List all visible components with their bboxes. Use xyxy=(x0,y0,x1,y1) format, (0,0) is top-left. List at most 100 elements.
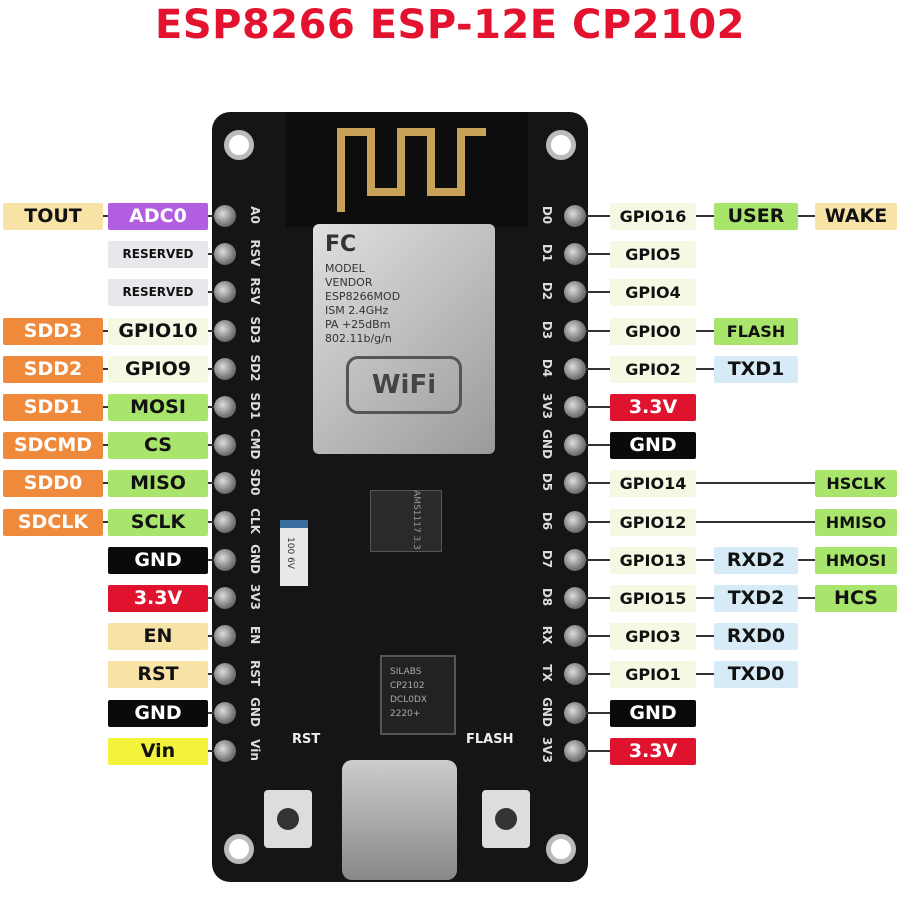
header-pin xyxy=(214,663,236,686)
header-pin xyxy=(564,281,586,304)
pin-label-gnd: GND xyxy=(108,699,208,727)
page-title: ESP8266 ESP-12E CP2102 xyxy=(155,2,745,48)
connector-line xyxy=(208,749,214,752)
pin-label-gpio0: GPIO0 xyxy=(610,317,696,345)
connector-line xyxy=(208,291,214,294)
connector-line xyxy=(103,482,108,485)
connector-line xyxy=(208,673,214,676)
silk-label: D5 xyxy=(540,473,554,492)
connector-line xyxy=(208,215,214,217)
flash-silk-label: FLASH xyxy=(466,732,514,747)
connector-line xyxy=(586,635,610,638)
rst-button[interactable] xyxy=(264,790,312,848)
connector-line xyxy=(208,367,214,370)
pin-label-gnd: GND xyxy=(610,432,696,460)
connector-line xyxy=(798,597,815,599)
pin-label-gnd: GND xyxy=(610,699,696,727)
header-pin xyxy=(214,396,236,418)
pin-label-3-3v: 3.3V xyxy=(108,585,208,612)
header-pin xyxy=(214,243,236,266)
chip-text: SILABS xyxy=(390,667,422,677)
pin-label-sdd0: SDD0 xyxy=(3,470,103,498)
pcb-antenna xyxy=(286,112,528,227)
connector-line xyxy=(586,215,610,217)
pin-label-gpio10: GPIO10 xyxy=(108,317,208,345)
antenna-trace-icon xyxy=(337,128,486,212)
module-text: VENDOR xyxy=(325,276,373,289)
pin-label-rxd2: RXD2 xyxy=(714,546,798,574)
header-pin xyxy=(214,587,236,609)
chip-text: CP2102 xyxy=(390,681,425,691)
header-pin xyxy=(214,319,236,342)
header-pin xyxy=(564,625,586,648)
silk-label: GND xyxy=(540,429,554,460)
header-pin xyxy=(564,205,586,227)
connector-line xyxy=(103,406,108,408)
connector-line xyxy=(798,215,815,217)
silk-label: SD1 xyxy=(248,392,262,420)
chip-text: DCL0DX xyxy=(390,695,428,705)
connector-line xyxy=(586,520,610,523)
pin-label-gpio1: GPIO1 xyxy=(610,661,696,689)
header-pin xyxy=(214,205,236,227)
pin-label-gpio12: GPIO12 xyxy=(610,508,696,536)
connector-line xyxy=(586,482,610,485)
pin-label-3-3v: 3.3V xyxy=(610,737,696,765)
connector-line xyxy=(586,406,610,408)
capacitor-text: 100 6V xyxy=(284,537,295,569)
pin-label-gpio4: GPIO4 xyxy=(610,279,696,307)
silk-label: 3V3 xyxy=(540,736,554,763)
flash-button[interactable] xyxy=(482,790,530,848)
silk-label: GND xyxy=(248,543,262,574)
pin-label-rxd0: RXD0 xyxy=(714,623,798,651)
header-pin xyxy=(214,434,236,457)
pin-label-txd1: TXD1 xyxy=(714,355,798,383)
pin-label-sclk: SCLK xyxy=(108,508,208,536)
connector-line xyxy=(208,253,214,256)
regulator-text: AMS1117 3.3 xyxy=(410,490,421,550)
rst-silk-label: RST xyxy=(292,732,321,747)
pin-label-txd0: TXD0 xyxy=(714,661,798,689)
pin-label-sdcmd: SDCMD xyxy=(3,432,103,460)
connector-line xyxy=(208,635,214,638)
pin-label-vin: Vin xyxy=(108,737,208,765)
module-text: ISM 2.4GHz xyxy=(325,304,389,317)
pin-label-wake: WAKE xyxy=(815,203,897,230)
pin-label-tout: TOUT xyxy=(3,203,103,230)
silk-label: D0 xyxy=(540,205,554,225)
pin-label-gpio14: GPIO14 xyxy=(610,470,696,498)
pin-label-gpio2: GPIO2 xyxy=(610,355,696,383)
silk-label: RSV xyxy=(248,239,262,267)
pin-label-gpio16: GPIO16 xyxy=(610,203,696,230)
connector-line xyxy=(103,520,108,523)
pin-label-gpio13: GPIO13 xyxy=(610,546,696,574)
connector-line xyxy=(586,673,610,676)
pin-label-cs: CS xyxy=(108,432,208,460)
connector-line xyxy=(586,444,610,447)
silk-label: GND xyxy=(540,696,554,727)
mounting-hole xyxy=(224,834,254,864)
connector-line xyxy=(586,291,610,294)
connector-line xyxy=(586,597,610,599)
silk-label: RST xyxy=(248,660,262,687)
usb-c-port[interactable] xyxy=(342,760,457,880)
header-pin xyxy=(564,243,586,266)
capacitor: 100 6V xyxy=(280,520,308,586)
connector-line xyxy=(586,558,610,561)
wifi-logo: WiFi xyxy=(346,356,462,414)
header-pin xyxy=(214,548,236,571)
pin-label-sdd2: SDD2 xyxy=(3,355,103,383)
pin-label-3-3v: 3.3V xyxy=(610,394,696,421)
mounting-hole xyxy=(546,130,576,160)
pin-label-hcs: HCS xyxy=(815,585,897,612)
pin-label-user: USER xyxy=(714,203,798,230)
silk-label: GND xyxy=(248,696,262,727)
pin-label-hmiso: HMISO xyxy=(815,508,897,536)
pin-label-miso: MISO xyxy=(108,470,208,498)
header-pin xyxy=(564,434,586,457)
pin-label-gpio9: GPIO9 xyxy=(108,355,208,383)
connector-line xyxy=(586,711,610,714)
connector-line xyxy=(586,253,610,256)
